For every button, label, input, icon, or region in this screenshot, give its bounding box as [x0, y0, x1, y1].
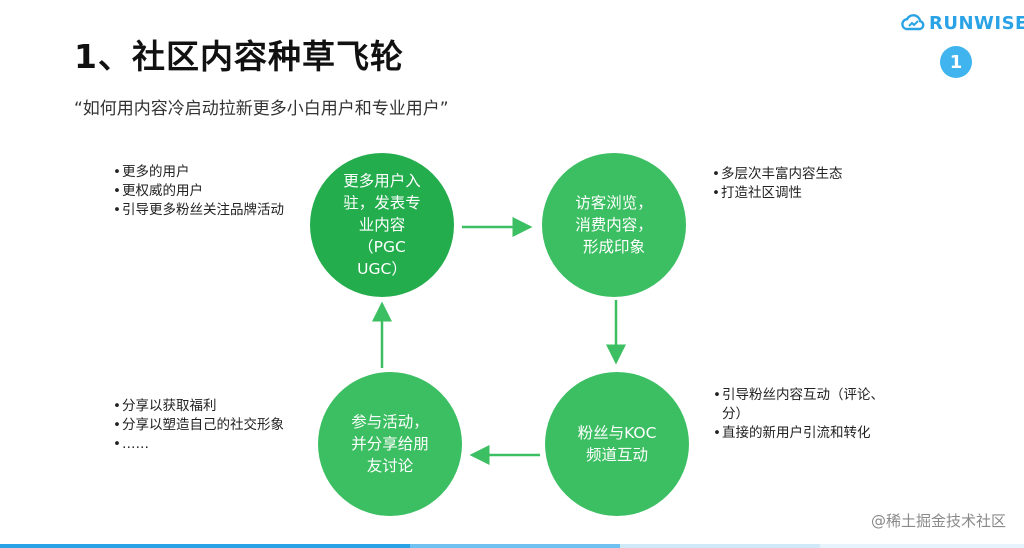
note-item: 打造社区调性	[712, 184, 902, 203]
logo-text: RUNWISE	[929, 12, 1024, 34]
flywheel-step-4: 参与活动， 并分享给朋 友讨论	[318, 372, 462, 516]
notes-bottom-left: 分享以获取福利 分享以塑造自己的社交形象 ……	[113, 397, 313, 454]
bottom-accent-bar	[0, 544, 1024, 548]
flywheel-step-3: 粉丝与KOC 频道互动	[545, 372, 689, 516]
notes-top-left: 更多的用户 更权威的用户 引导更多粉丝关注品牌活动	[113, 163, 303, 220]
notes-top-right: 多层次丰富内容生态 打造社区调性	[712, 165, 902, 203]
page-number-badge: 1	[940, 46, 972, 78]
flywheel-step-1: 更多用户入 驻，发表专 业内容 （PGC UGC）	[310, 153, 454, 297]
slide-subtitle: “如何用内容冷启动拉新更多小白用户和专业用户”	[74, 99, 449, 119]
note-item: 分享以塑造自己的社交形象	[113, 416, 313, 435]
note-item: 多层次丰富内容生态	[712, 165, 902, 184]
note-item: 引导更多粉丝关注品牌活动	[113, 201, 303, 220]
flywheel-step-4-label: 参与活动， 并分享给朋 友讨论	[351, 413, 429, 475]
cloud-logo-icon	[901, 14, 925, 31]
note-item: 分享以获取福利	[113, 397, 313, 416]
flywheel-step-2: 访客浏览， 消费内容， 形成印象	[542, 153, 686, 297]
slide-title: 1、社区内容种草飞轮	[74, 37, 404, 76]
runwise-logo: RUNWISE	[900, 10, 1024, 36]
flywheel-step-3-label: 粉丝与KOC 频道互动	[577, 424, 657, 464]
flywheel-step-1-label: 更多用户入 驻，发表专 业内容 （PGC UGC）	[343, 172, 421, 278]
notes-bottom-right: 引导粉丝内容互动（评论、分） 直接的新用户引流和转化	[713, 386, 903, 443]
flywheel-step-2-label: 访客浏览， 消费内容， 形成印象	[575, 194, 653, 256]
note-item: 直接的新用户引流和转化	[713, 424, 903, 443]
note-item: ……	[113, 435, 313, 454]
watermark: @稀土掘金技术社区	[870, 512, 1006, 530]
note-item: 引导粉丝内容互动（评论、分）	[713, 386, 903, 424]
note-item: 更权威的用户	[113, 182, 303, 201]
note-item: 更多的用户	[113, 163, 303, 182]
